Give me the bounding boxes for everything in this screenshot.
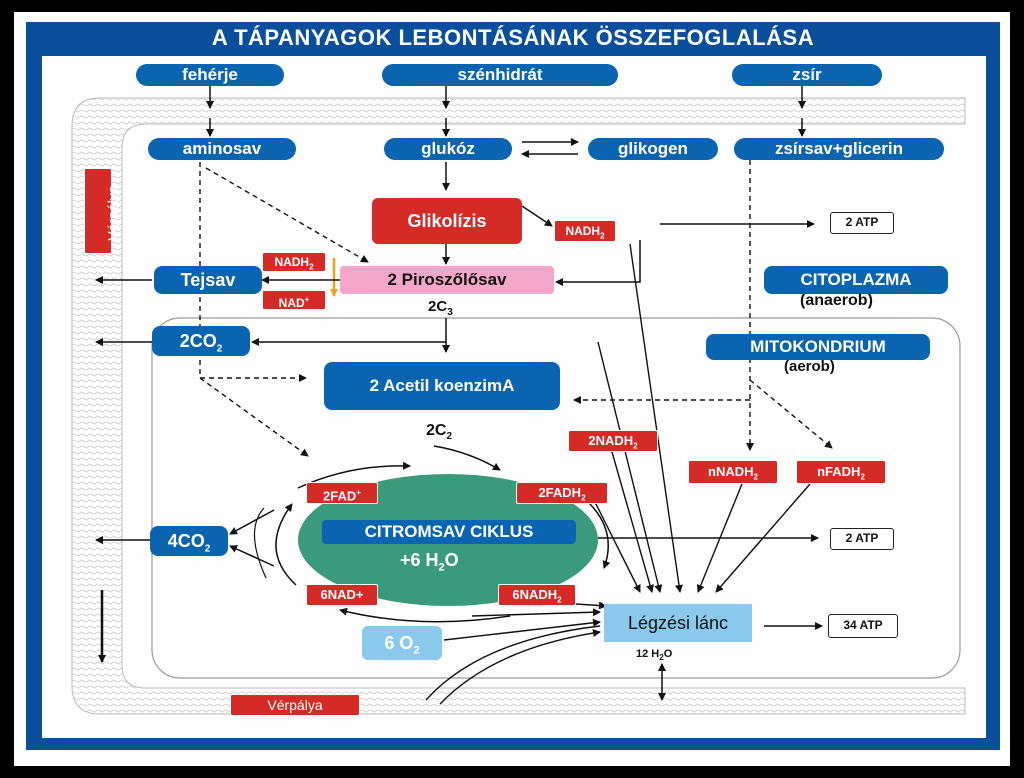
atp-glycolysis: 2 ATP <box>830 212 894 234</box>
monomer-glucose: glukóz <box>384 138 512 160</box>
nad-plus-lactic: NAD+ <box>262 290 326 310</box>
nadh2-glycolysis: NADH2 <box>554 220 616 242</box>
lactic-acid-box: Tejsav <box>154 266 262 294</box>
nadh2-lactic: NADH2 <box>262 252 326 272</box>
oxygen-6-box: 6 O2 <box>362 626 442 660</box>
citric-cycle-label: CITROMSAV CIKLUS <box>322 520 576 544</box>
nutrient-fat: zsír <box>732 64 882 86</box>
co2-4-box: 4CO2 <box>150 526 228 556</box>
cytoplasm-label: CITOPLAZMA <box>764 266 948 294</box>
cell-membrane <box>71 97 966 715</box>
fad2-box: 2FAD+ <box>306 482 378 504</box>
n-fadh2-box: nFADH2 <box>796 460 886 484</box>
water-12-label: 12 H2O <box>636 648 673 663</box>
n-nadh2-box: nNADH2 <box>688 460 778 484</box>
acetyl-coa-box: 2 Acetil koenzimA <box>324 362 560 410</box>
blood-vessel-label-bottom: Vérpálya <box>230 694 360 716</box>
nadh2-6-box: 6NADH2 <box>498 584 576 606</box>
water-6-label: +6 H2O <box>400 550 459 574</box>
monomer-fattyacid: zsírsav+glicerin <box>734 138 944 160</box>
fadh2-2-box: 2FADH2 <box>516 482 608 504</box>
blood-vessel-label-vertical: Vérpálya <box>84 168 121 254</box>
c2-label: 2C2 <box>426 422 453 443</box>
atp-respiration: 34 ATP <box>828 614 898 638</box>
c3-label: 2C3 <box>428 298 453 318</box>
mitochondrion-outline <box>151 317 961 679</box>
glycolysis-box: Glikolízis <box>372 198 522 244</box>
co2-2-box: 2CO2 <box>152 326 250 356</box>
nad6-box: 6NAD+ <box>306 584 378 606</box>
pyruvate-box: 2 Piroszőlősav <box>340 266 554 294</box>
monomer-glycogen: glikogen <box>588 138 718 160</box>
aerob-label: (aerob) <box>784 358 835 375</box>
monomer-amino: aminosav <box>148 138 296 160</box>
atp-citric: 2 ATP <box>830 528 894 550</box>
nutrient-protein: fehérje <box>136 64 284 86</box>
respiratory-chain-box: Légzési lánc <box>604 604 752 642</box>
anaerob-label: (anaerob) <box>800 292 873 309</box>
nadh2-acetyl: 2NADH2 <box>568 430 658 452</box>
nutrient-carb: szénhidrát <box>382 64 618 86</box>
mitochondrium-label: MITOKONDRIUM <box>706 334 930 360</box>
blood-vessel-vertical-text: Vérpálya <box>104 185 121 241</box>
page-title: A TÁPANYAGOK LEBONTÁSÁNAK ÖSSZEFOGLALÁSA <box>211 25 815 50</box>
